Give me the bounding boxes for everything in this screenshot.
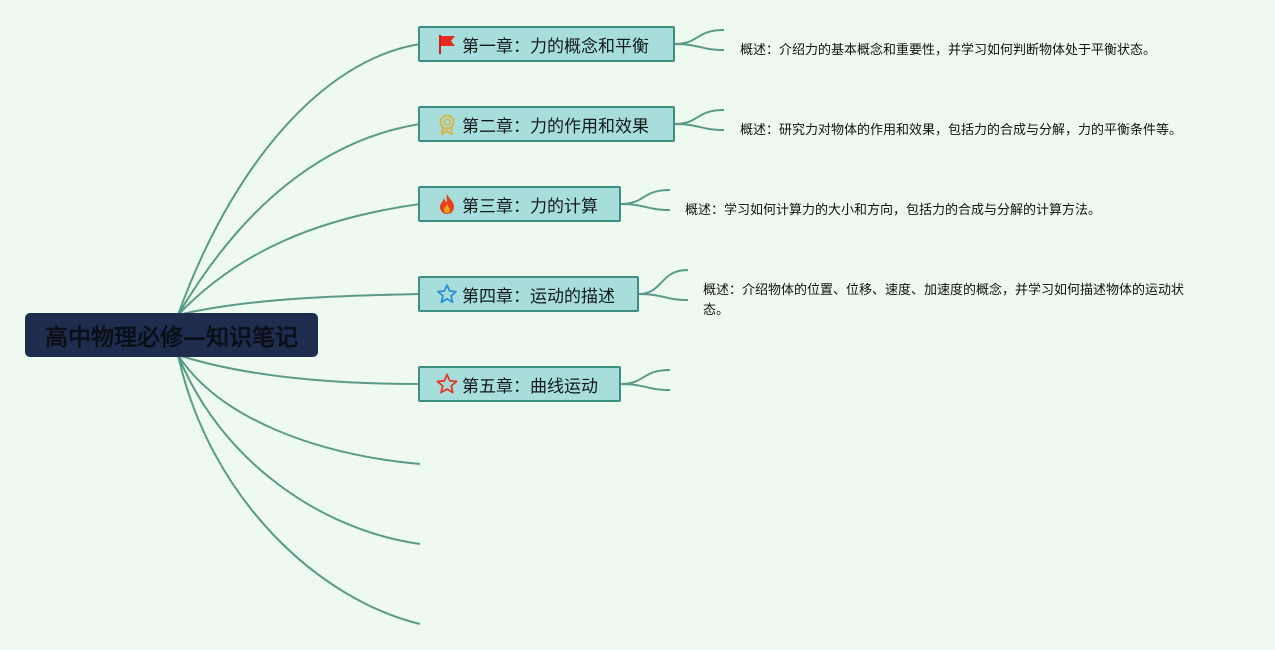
root-connector-4 xyxy=(177,293,421,316)
fire-icon xyxy=(436,193,458,215)
root-connector-3 xyxy=(177,203,421,316)
medal-icon xyxy=(436,113,458,135)
ch1-connector-a xyxy=(673,29,725,45)
ch4-connector-b xyxy=(637,293,689,301)
chapter-3-summary: 概述：学习如何计算力的大小和方向，包括力的合成与分解的计算方法。 xyxy=(685,203,1102,218)
chapter-5-node[interactable]: 第五章：曲线运动 xyxy=(418,366,621,402)
chapter-3-label: 第三章：力的计算 xyxy=(462,196,598,217)
chapter-4-summary: 概述：介绍物体的位置、位移、速度、加速度的概念，并学习如何描述物体的运动状态。 xyxy=(703,283,1185,318)
chapter-2-node[interactable]: 第二章：力的作用和效果 xyxy=(418,106,675,142)
chapter-1-label: 第一章：力的概念和平衡 xyxy=(462,36,649,57)
root-topic-label: 高中物理必修—知识笔记 xyxy=(45,325,298,351)
chapter-3-node[interactable]: 第三章：力的计算 xyxy=(418,186,621,222)
ch5-connector-b xyxy=(619,383,671,391)
ch3-connector-a xyxy=(619,189,671,205)
root-connector-5 xyxy=(177,354,421,385)
chapter-1-node[interactable]: 第一章：力的概念和平衡 xyxy=(418,26,675,62)
chapter-5-label: 第五章：曲线运动 xyxy=(462,376,598,397)
root-connector-1 xyxy=(177,43,421,316)
ch2-connector-a xyxy=(673,109,725,125)
chapter-4-node[interactable]: 第四章：运动的描述 xyxy=(418,276,639,312)
chapter-4-label: 第四章：运动的描述 xyxy=(462,286,615,307)
chapter-2-summary: 概述：研究力对物体的作用和效果，包括力的合成与分解，力的平衡条件等。 xyxy=(740,123,1183,138)
blue-star-icon xyxy=(436,283,458,305)
ch3-connector-b xyxy=(619,203,671,211)
red-flag-icon xyxy=(436,33,458,55)
ch1-connector-b xyxy=(673,43,725,51)
chapter-1-summary: 概述：介绍力的基本概念和重要性，并学习如何判断物体处于平衡状态。 xyxy=(740,43,1157,58)
chapter-2-label: 第二章：力的作用和效果 xyxy=(462,116,649,137)
red-star-icon xyxy=(436,373,458,395)
ch4-connector-a xyxy=(637,269,689,295)
root-connector-6 xyxy=(177,354,421,465)
root-topic[interactable]: 高中物理必修—知识笔记 xyxy=(25,313,318,357)
ch5-connector-a xyxy=(619,369,671,385)
root-connector-2 xyxy=(177,123,421,316)
ch2-connector-b xyxy=(673,123,725,131)
root-connector-7 xyxy=(177,354,421,545)
root-connector-8 xyxy=(177,354,421,625)
